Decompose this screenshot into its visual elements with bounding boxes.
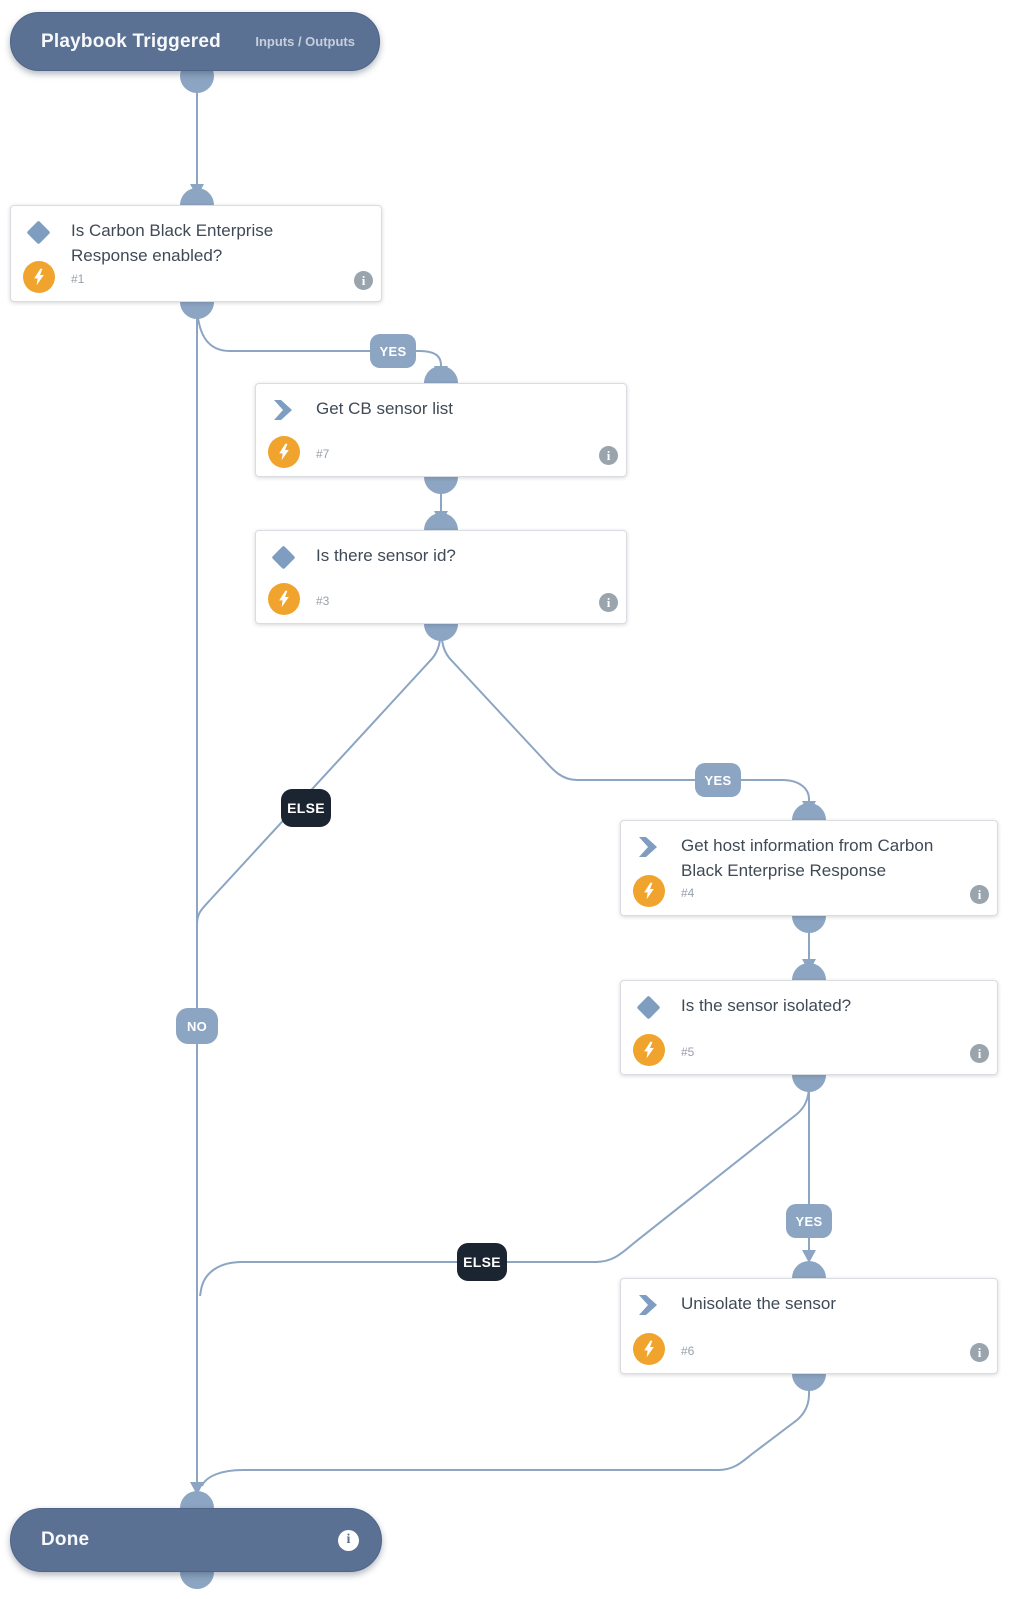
decision-icon: [271, 545, 296, 570]
edge-label-yes: YES: [695, 763, 741, 797]
node-card-6[interactable]: Unisolate the sensor #6 i: [620, 1278, 998, 1374]
info-icon[interactable]: i: [970, 1044, 989, 1063]
edge-label-no: NO: [176, 1008, 218, 1044]
node-title: Is there sensor id?: [316, 546, 456, 565]
node-id: #1: [71, 272, 85, 286]
info-icon[interactable]: i: [338, 1529, 359, 1551]
node-title: Is the sensor isolated?: [681, 996, 852, 1015]
node-id: #4: [681, 886, 695, 900]
info-icon[interactable]: i: [599, 593, 618, 612]
node-id: #6: [681, 1344, 695, 1358]
node-id: #5: [681, 1045, 695, 1059]
bolt-icon: [268, 436, 300, 468]
info-icon[interactable]: i: [354, 271, 373, 290]
inputs-outputs-link[interactable]: Inputs / Outputs: [255, 34, 355, 49]
node-card-3[interactable]: Is there sensor id? #3 i: [255, 530, 627, 624]
node-title: Unisolate the sensor: [681, 1294, 836, 1313]
edge-label-else: ELSE: [281, 789, 331, 827]
node-title: Get host information from Carbon Black E…: [681, 836, 934, 880]
node-id: #3: [316, 594, 330, 608]
info-icon[interactable]: i: [599, 446, 618, 465]
done-node[interactable]: Done i: [10, 1508, 382, 1572]
decision-icon: [26, 220, 51, 245]
done-node-title: Done: [41, 1529, 90, 1550]
bolt-icon: [268, 583, 300, 615]
node-title: Get CB sensor list: [316, 399, 453, 418]
node-card-4[interactable]: Get host information from Carbon Black E…: [620, 820, 998, 916]
info-icon[interactable]: i: [970, 885, 989, 904]
node-card-7[interactable]: Get CB sensor list #7 i: [255, 383, 627, 477]
action-icon: [637, 1294, 659, 1321]
decision-icon: [636, 995, 661, 1020]
node-card-1[interactable]: Is Carbon Black Enterprise Response enab…: [10, 205, 382, 302]
bolt-icon: [23, 261, 55, 293]
info-icon[interactable]: i: [970, 1343, 989, 1362]
node-id: #7: [316, 447, 330, 461]
bolt-icon: [633, 1034, 665, 1066]
bolt-icon: [633, 875, 665, 907]
edge-label-else: ELSE: [457, 1243, 507, 1281]
action-icon: [637, 836, 659, 863]
start-node[interactable]: Playbook Triggered Inputs / Outputs: [10, 12, 380, 71]
node-card-5[interactable]: Is the sensor isolated? #5 i: [620, 980, 998, 1075]
action-icon: [272, 399, 294, 426]
node-title: Is Carbon Black Enterprise Response enab…: [71, 221, 274, 265]
start-node-title: Playbook Triggered: [41, 30, 221, 52]
edge-label-yes: YES: [786, 1204, 832, 1238]
bolt-icon: [633, 1333, 665, 1365]
edge-label-yes: YES: [370, 334, 416, 368]
